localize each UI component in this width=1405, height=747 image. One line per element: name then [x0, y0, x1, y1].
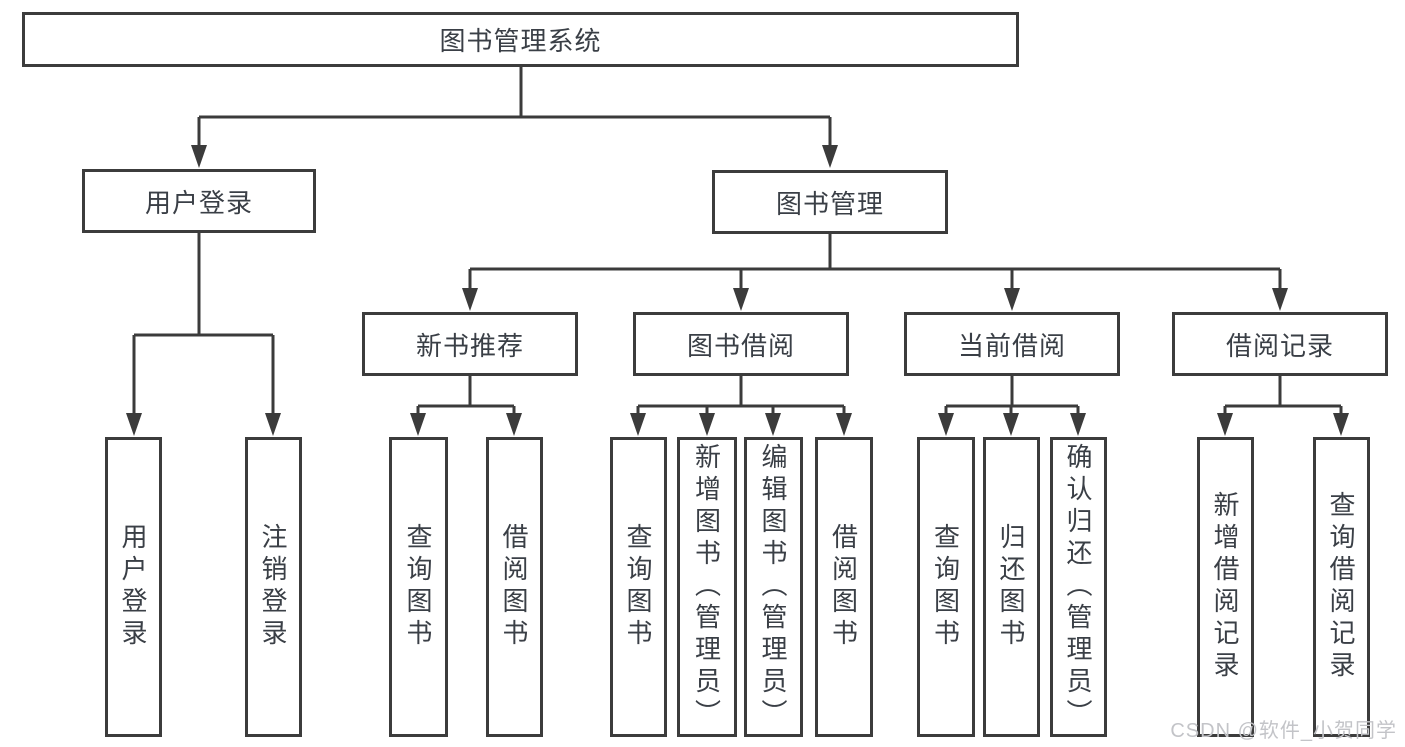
node-label: 当前借阅: [957, 330, 1066, 361]
leaf-confirm-return-admin: 确认归还（管理员）: [1050, 437, 1107, 737]
node-label: 用户登录: [144, 187, 253, 218]
node-label: 新增借阅记录: [1210, 491, 1240, 683]
leaf-logout-login: 注销登录: [245, 437, 302, 737]
leaf-query-books-recommend: 查询图书: [389, 437, 448, 737]
node-user-login: 用户登录: [82, 169, 316, 233]
node-label: 图书借阅: [686, 330, 795, 361]
leaf-return-book: 归还图书: [983, 437, 1040, 737]
leaf-borrow-books-recommend: 借阅图书: [486, 437, 543, 737]
node-label: 注销登录: [258, 523, 288, 651]
node-label: 查询图书: [930, 523, 961, 651]
leaf-user-login: 用户登录: [105, 437, 162, 737]
node-book-borrow: 图书借阅: [633, 312, 849, 376]
node-new-book-recommend: 新书推荐: [362, 312, 578, 376]
node-label: 新增图书（管理员）: [691, 443, 722, 731]
node-label: 归还图书: [996, 523, 1026, 651]
node-label: 新书推荐: [415, 330, 524, 361]
node-label: 查询图书: [623, 523, 653, 651]
node-label: 图书管理系统: [439, 26, 602, 56]
node-library-management-system: 图书管理系统: [22, 12, 1019, 67]
leaf-query-books-current: 查询图书: [917, 437, 975, 737]
node-current-borrow: 当前借阅: [904, 312, 1120, 376]
leaf-query-books-borrow: 查询图书: [610, 437, 667, 737]
node-borrow-records: 借阅记录: [1172, 312, 1388, 376]
node-label: 确认归还（管理员）: [1063, 443, 1093, 731]
node-label: 借阅图书: [499, 523, 529, 651]
leaf-add-borrow-record: 新增借阅记录: [1197, 437, 1254, 737]
node-label: 借阅图书: [828, 523, 859, 651]
leaf-query-borrow-record: 查询借阅记录: [1313, 437, 1370, 737]
node-book-management: 图书管理: [712, 170, 948, 234]
node-label: 查询图书: [403, 523, 433, 651]
leaf-edit-book-admin: 编辑图书（管理员）: [744, 437, 803, 737]
node-label: 查询借阅记录: [1326, 491, 1356, 683]
node-label: 图书管理: [775, 188, 884, 219]
csdn-watermark: CSDN @软件_小贺同学: [1170, 720, 1397, 742]
leaf-borrow-books: 借阅图书: [815, 437, 873, 737]
leaf-add-book-admin: 新增图书（管理员）: [677, 437, 737, 737]
node-label: 借阅记录: [1225, 330, 1334, 361]
node-label: 用户登录: [118, 523, 148, 651]
node-label: 编辑图书（管理员）: [758, 443, 788, 731]
